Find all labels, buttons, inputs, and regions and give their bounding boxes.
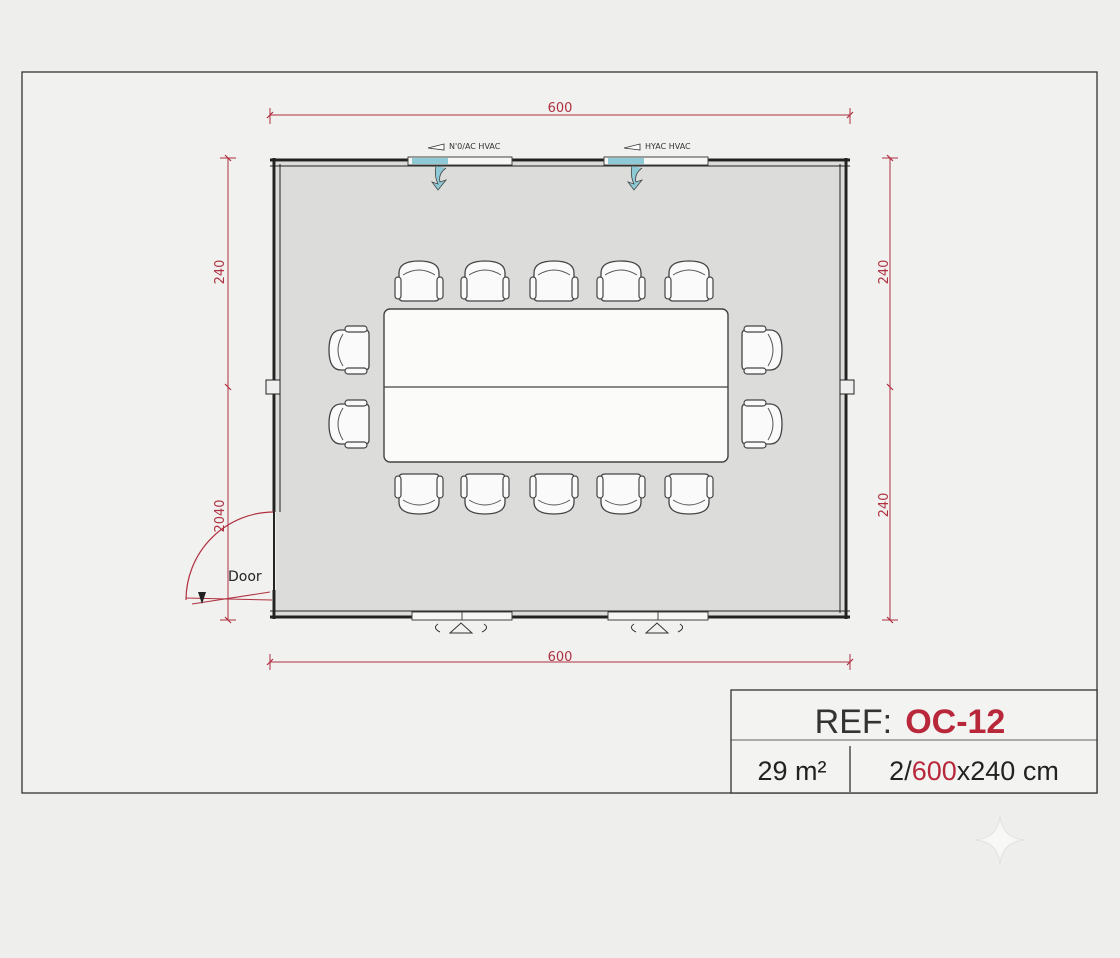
room-size-accent: 600: [912, 756, 957, 786]
sparkle-icon: [975, 815, 1025, 865]
hvac-airflow-icon: [427, 143, 644, 191]
bottom-vent-icon: [434, 622, 684, 634]
room-size: 2/600x240 cm: [889, 756, 1059, 786]
room-area: 29 m²: [757, 756, 826, 786]
title-block: [730, 689, 1098, 794]
ref-code: OC-12: [905, 703, 1005, 741]
dim-left-upper: 240: [213, 260, 228, 285]
ref-line: REF: OC-12: [815, 703, 1006, 741]
dim-top-width: 600: [548, 101, 573, 116]
dim-bottom-width: 600: [548, 650, 573, 665]
door-label: Door: [228, 569, 262, 585]
door-swing: [185, 511, 275, 605]
room-size-suffix: x240 cm: [957, 756, 1059, 786]
bottom-openings: [411, 611, 709, 621]
top-openings: [407, 156, 709, 166]
hvac-label-left: N'0/AC HVAC: [449, 142, 501, 151]
conference-table: [383, 308, 729, 463]
dimension-lines: [220, 108, 898, 670]
dim-left-lower: 2040: [213, 499, 228, 532]
ref-label: REF:: [815, 703, 892, 741]
hvac-label-right: HYAC HVAC: [645, 142, 691, 151]
dim-right-lower: 240: [877, 493, 892, 518]
room-size-prefix: 2/: [889, 756, 912, 786]
dim-right-upper: 240: [877, 260, 892, 285]
